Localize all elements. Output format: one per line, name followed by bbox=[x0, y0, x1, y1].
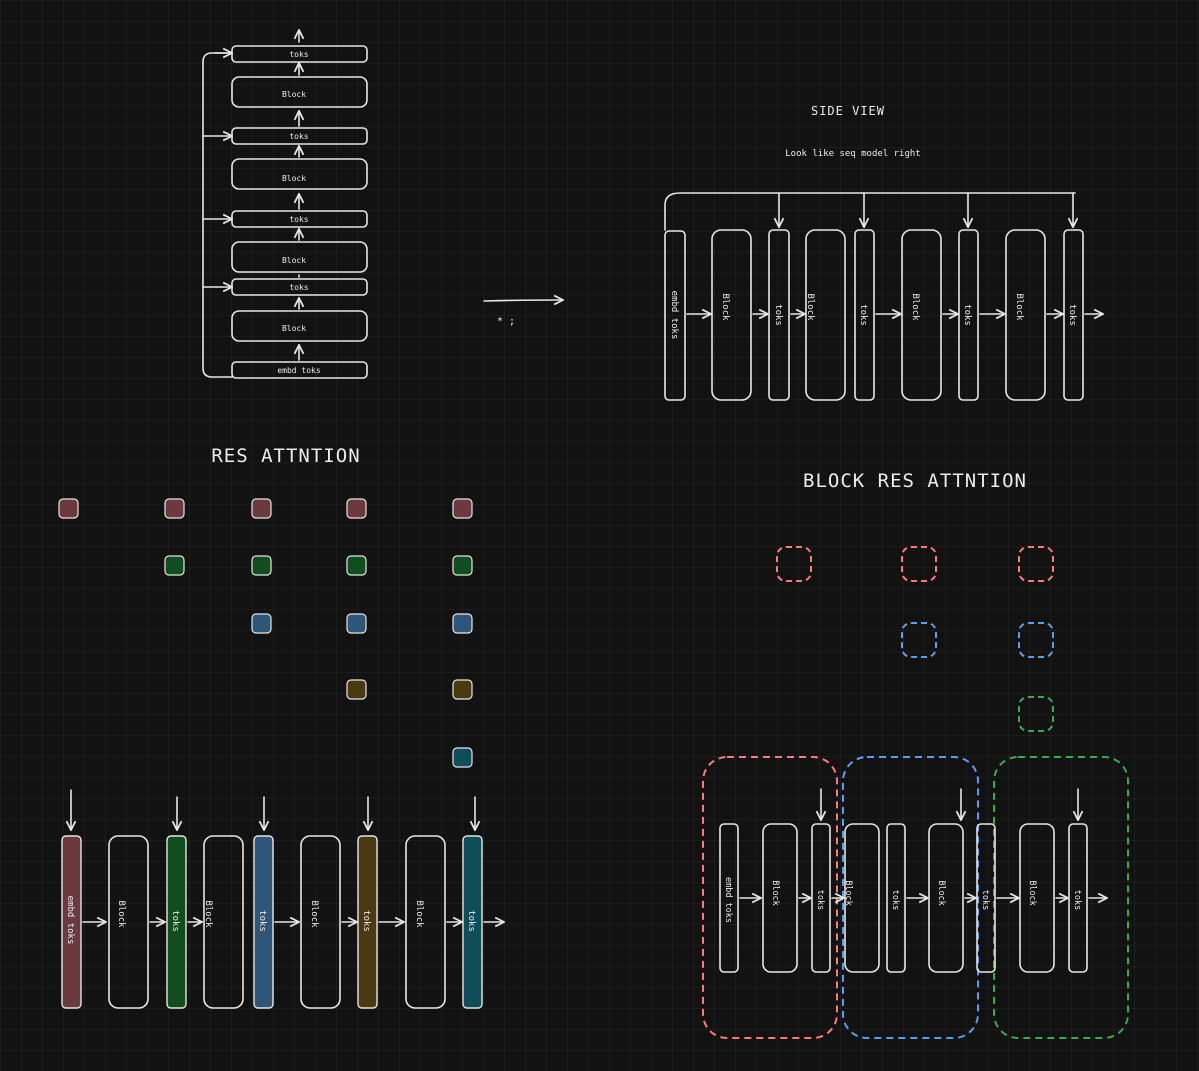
red-square bbox=[346, 498, 367, 519]
side-view-diagram: SIDE VIEW Look like seq model right embd… bbox=[664, 104, 1102, 401]
blue-square bbox=[346, 613, 367, 634]
transform-arrow bbox=[483, 300, 562, 301]
red-square bbox=[58, 498, 79, 519]
block-box bbox=[108, 835, 149, 1009]
dashed-red-square bbox=[901, 546, 937, 582]
transform-arrow-group: * ; bbox=[483, 300, 562, 327]
yellow-square bbox=[346, 679, 367, 700]
embed-label: embd toks bbox=[723, 877, 733, 923]
dashed-green-group bbox=[993, 756, 1129, 1039]
block-label: Block bbox=[910, 293, 920, 321]
toks-box bbox=[231, 210, 368, 228]
embed-box bbox=[664, 230, 686, 401]
block-box bbox=[231, 76, 368, 108]
embed-label: embd toks bbox=[669, 291, 679, 340]
block-box bbox=[405, 835, 446, 1009]
block-box bbox=[901, 229, 942, 401]
block-box bbox=[300, 835, 341, 1009]
toks-box bbox=[231, 278, 368, 296]
block-label: Block bbox=[414, 900, 424, 928]
embed-label: embd toks bbox=[65, 896, 75, 945]
red-square bbox=[251, 498, 272, 519]
block-label: Block bbox=[309, 900, 319, 928]
toks-label: toks bbox=[1072, 890, 1082, 910]
green-square bbox=[164, 555, 185, 576]
toks-label: toks bbox=[289, 283, 308, 292]
yellow-square bbox=[452, 679, 473, 700]
vertical-stack-diagram: toks Block toks Block toks Block toks Bl… bbox=[202, 31, 368, 379]
dashed-blue-square bbox=[901, 622, 937, 658]
block-label: Block bbox=[1014, 293, 1024, 321]
dashed-blue-group bbox=[842, 756, 979, 1039]
block-label: Block bbox=[1027, 880, 1037, 906]
block-box bbox=[762, 823, 798, 973]
toks-label: toks bbox=[466, 910, 476, 932]
toks-label: toks bbox=[773, 304, 783, 326]
block-label: Block bbox=[720, 293, 730, 321]
block-box bbox=[1005, 229, 1046, 401]
block-box bbox=[231, 241, 368, 273]
residual-line bbox=[664, 192, 1076, 231]
block-label: Block bbox=[282, 324, 306, 333]
toks-box bbox=[854, 229, 875, 401]
toks-label: toks bbox=[980, 890, 990, 910]
green-square bbox=[251, 555, 272, 576]
toks-label: toks bbox=[289, 132, 308, 141]
side-view-title: SIDE VIEW bbox=[811, 104, 885, 118]
block-label: Block bbox=[282, 256, 306, 265]
toks-label: toks bbox=[289, 215, 308, 224]
toks-box bbox=[166, 835, 187, 1009]
blue-square bbox=[251, 613, 272, 634]
embed-box bbox=[231, 361, 368, 379]
teal-square bbox=[452, 747, 473, 768]
red-square bbox=[452, 498, 473, 519]
block-box bbox=[711, 229, 752, 401]
transform-note: * ; bbox=[497, 316, 515, 327]
res-attention-title: RES ATTNTION bbox=[211, 445, 360, 467]
block-label: Block bbox=[843, 880, 853, 906]
toks-label: toks bbox=[1067, 304, 1077, 326]
blue-square bbox=[452, 613, 473, 634]
dashed-blue-square bbox=[1018, 622, 1054, 658]
green-square bbox=[452, 555, 473, 576]
block-res-attention-title: BLOCK RES ATTNTION bbox=[803, 470, 1027, 492]
block-label: Block bbox=[116, 900, 126, 928]
dashed-red-group bbox=[702, 756, 838, 1039]
block-box bbox=[203, 835, 244, 1009]
dashed-red-square bbox=[1018, 546, 1054, 582]
toks-label: toks bbox=[815, 890, 825, 910]
toks-label: toks bbox=[361, 910, 371, 932]
toks-box bbox=[231, 127, 368, 145]
res-attention-diagram: RES ATTNTION embd toks Block toks Block bbox=[58, 445, 503, 1009]
block-box bbox=[231, 158, 368, 190]
block-label: Block bbox=[282, 90, 306, 99]
block-label: Block bbox=[805, 293, 815, 321]
embed-box bbox=[61, 835, 82, 1009]
side-view-subtitle: Look like seq model right bbox=[785, 149, 920, 159]
toks-box bbox=[253, 835, 274, 1009]
toks-label: toks bbox=[890, 890, 900, 910]
toks-box bbox=[886, 823, 906, 973]
block-label: Block bbox=[936, 880, 946, 906]
block-res-attention-diagram: BLOCK RES ATTNTION embd toks Block toks … bbox=[702, 470, 1129, 1039]
block-label: Block bbox=[203, 900, 213, 928]
toks-label: toks bbox=[170, 910, 180, 932]
toks-label: toks bbox=[858, 304, 868, 326]
block-label: Block bbox=[282, 174, 306, 183]
dashed-green-square bbox=[1018, 696, 1054, 732]
red-square bbox=[164, 498, 185, 519]
residual-line bbox=[202, 52, 233, 378]
block-label: Block bbox=[770, 880, 780, 906]
embed-label: embd toks bbox=[277, 366, 321, 375]
embed-box bbox=[719, 823, 739, 973]
dashed-red-square bbox=[776, 546, 812, 582]
toks-label: toks bbox=[257, 910, 267, 932]
toks-label: toks bbox=[962, 304, 972, 326]
toks-label: toks bbox=[289, 50, 308, 59]
green-square bbox=[346, 555, 367, 576]
block-box bbox=[231, 310, 368, 342]
